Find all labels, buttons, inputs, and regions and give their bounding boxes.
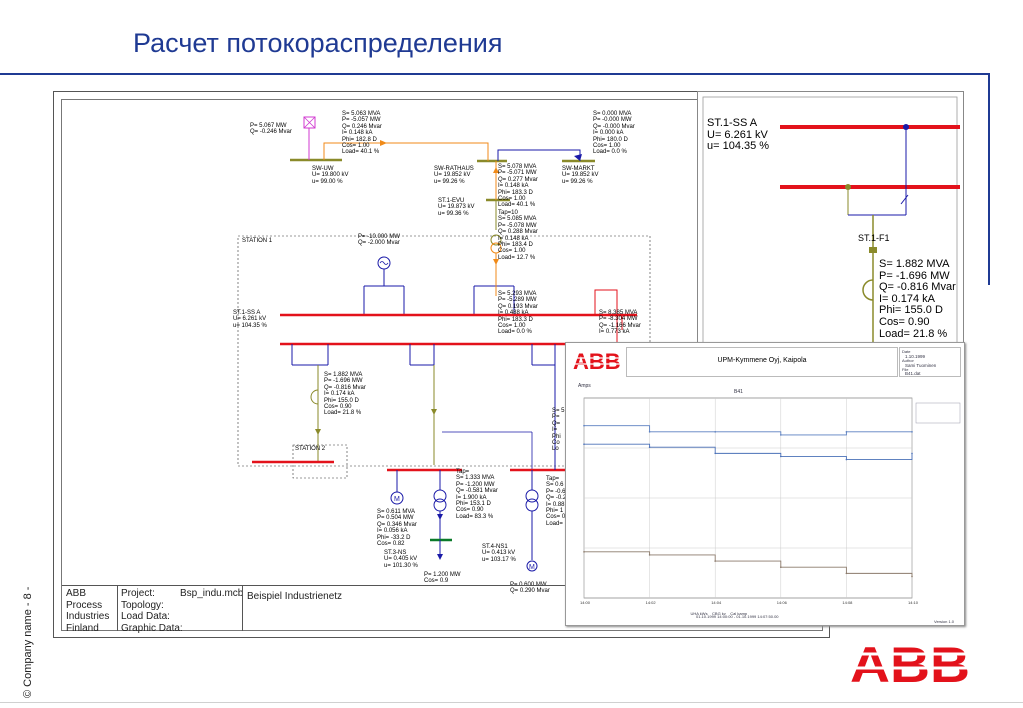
title-divider: [0, 73, 990, 75]
bus-sw-rathaus-label: SW-RATHAUS U= 19.852 kV u= 99.26 %: [434, 166, 474, 185]
trend-legend-box: [915, 402, 961, 424]
partial-right-flow: S= 5. P= Q= I= Phi Co Lo: [552, 408, 567, 453]
svg-text:ABB: ABB: [850, 640, 970, 686]
station-2-label: STATION 2: [295, 446, 326, 452]
motor-st3-flow: S= 0.611 MVA P= 0.504 MW Q= 0.346 Mvar I…: [377, 509, 417, 548]
zoom-detail-panel: ST.1-SS A U= 6.261 kV u= 104.35 % ST.1-F…: [697, 91, 964, 348]
trend-footer: Version 1.0: [934, 619, 955, 624]
series-1-point: [714, 431, 716, 433]
series-3-point: [714, 560, 716, 562]
x-tick-label: 14:02: [646, 600, 657, 605]
feeder-f1-flow: S= 1.882 MVA P= -1.696 MW Q= -0.816 Mvar…: [324, 372, 366, 417]
zoom-feeder-label: ST.1-F1: [858, 233, 890, 243]
trend-y-label: Amps: [578, 383, 591, 389]
station-1-label: STATION 1: [242, 238, 273, 244]
feeder-right-flow: S= 8.385 MVA P= -8.304 MW Q= -1.166 Mvar…: [599, 310, 641, 336]
bus-st1-evu-label: ST.1-EVU U= 19.873 kV u= 99.36 %: [438, 198, 475, 217]
trend-logo-text: ABB: [573, 349, 621, 373]
station-1-box: [237, 235, 651, 467]
zoom-bus-label: ST.1-SS A U= 6.261 kV u= 104.35 %: [707, 117, 770, 153]
footer-copyright: © Company name - 8 -: [22, 586, 34, 698]
series-1-point: [911, 431, 913, 433]
bus-st4-label: ST.4-NS1 U= 0.413 kV u= 103.17 %: [482, 544, 516, 563]
series-1-point: [648, 431, 651, 433]
zoom-feeder-values: S= 1.882 MVA P= -1.696 MW Q= -0.816 Mvar…: [879, 258, 956, 340]
slide-title: Расчет потокораспределения: [133, 28, 503, 58]
trafo-st3-flow: Tap= S= 1.333 MVA P= -1.200 MW Q= -0.581…: [456, 469, 498, 520]
x-tick-label: 14:06: [777, 600, 788, 605]
line-top-right-flow: S= 0.000 MVA P= -0.000 MW Q= -0.000 Mvar…: [593, 111, 635, 156]
series-1-point: [845, 431, 848, 433]
diagram-frame: M M P= 5.067 MW Q= -0.246 Mvar S= 5.063 …: [61, 99, 823, 634]
motor-symbol: [390, 491, 404, 505]
trend-chart: 14:00 14:02 14:04 14:06 14:08 14:10: [580, 397, 961, 605]
bus-sw-markt-label: SW-MARKT U= 19.852 kV u= 99.26 %: [562, 166, 599, 185]
line-center-flow: S= 5.078 MVA P= -5.071 MW Q= 0.277 Mvar …: [498, 164, 538, 209]
series-2-point: [648, 446, 651, 449]
title-block-fields: Project: Topology: Load Data: Graphic Da…: [121, 588, 183, 634]
trend-company: UPM-Kymmene Oyj, Kaipola: [717, 357, 807, 364]
load-st3-value: P= 1.200 MW Cos= 0.9: [424, 572, 461, 585]
series-1-point: [780, 434, 782, 436]
trend-report-window: ABB UPM-Kymmene Oyj, Kaipola Date 1.10.1…: [565, 342, 965, 626]
svg-text:M: M: [529, 564, 535, 571]
series-3-point: [780, 566, 782, 569]
series-2-point: [780, 455, 782, 458]
gen-left-flow: P= 5.067 MW Q= -0.246 Mvar: [250, 123, 292, 136]
series-3-point: [911, 575, 913, 578]
bus-st3-label: ST.3-NS U= 0.405 kV u= 101.30 %: [384, 550, 418, 569]
line-top-left-flow: S= 5.063 MVA P= -5.057 MW Q= 0.246 Mvar …: [342, 111, 382, 156]
trafo-st4-flow: Tap= S= 0.6 P= -0.6 Q= -0.2 I= 0.88 Phi=…: [546, 476, 567, 527]
trend-abb-logo: ABB: [571, 349, 623, 374]
trend-chart-title: B41: [734, 389, 743, 395]
legend-item-2: CBG kv: [712, 611, 726, 616]
abb-logo: ABB: [850, 637, 972, 693]
series-2-point: [911, 452, 913, 455]
series-line-3: [584, 551, 913, 577]
trend-meta-box: Date 1.10.1999 Author Sami Tuominen File…: [899, 347, 961, 377]
x-tick-label: 14:00: [580, 600, 591, 605]
x-tick-label: 14:10: [908, 600, 919, 605]
title-block: ABB Process Industries Finland Project: …: [62, 585, 762, 634]
trend-header-box: UPM-Kymmene Oyj, Kaipola: [626, 347, 898, 377]
footer-divider: [0, 702, 1023, 703]
series-2-point: [845, 458, 848, 461]
svg-text:M: M: [394, 496, 400, 503]
x-tick-label: 14:08: [842, 600, 853, 605]
title-block-project-name: Beispiel Industrienetz: [247, 591, 343, 602]
series-line-1: [584, 425, 912, 436]
bus-st1-ss-a-label: ST.1-SS A U= 6.261 kV u= 104.35 %: [233, 310, 267, 329]
feeder-center-flow: S= 5.293 MVA P= -5.289 MW Q= 0.193 Mvar …: [498, 291, 538, 336]
series-line-2: [584, 443, 913, 460]
series-2-point: [714, 452, 716, 455]
trend-legend: UHA kWs CBG kv Cal kamp: [686, 606, 747, 621]
series-3-point: [648, 554, 651, 556]
series-1-point: [583, 424, 585, 427]
trafo-center-flow: Tap=10 S= 5.085 MVA P= -5.078 MW Q= 0.28…: [498, 210, 538, 261]
gen-center-flow: P= -10.000 MW Q= -2.000 Mvar: [358, 234, 400, 247]
legend-item-3: Cal kamp: [730, 611, 748, 616]
trend-date-range: 01.10.1999 14:00:00 - 01.10.1999 14:07:5…: [696, 614, 779, 619]
legend-item-1: UHA kWs: [690, 611, 708, 616]
x-tick-label: 14:04: [711, 600, 722, 605]
title-divider-vertical: [988, 73, 990, 285]
title-block-project-file: Bsp_indu.mcb: [180, 588, 244, 599]
bus-sw-uw-label: SW-UW U= 19.800 kV u= 99.00 %: [312, 166, 349, 185]
zoom-diagram: [702, 96, 960, 344]
series-3-point: [583, 551, 585, 553]
series-3-point: [845, 572, 848, 575]
title-block-company: ABB Process Industries Finland: [66, 588, 110, 634]
series-2-point: [583, 443, 585, 445]
